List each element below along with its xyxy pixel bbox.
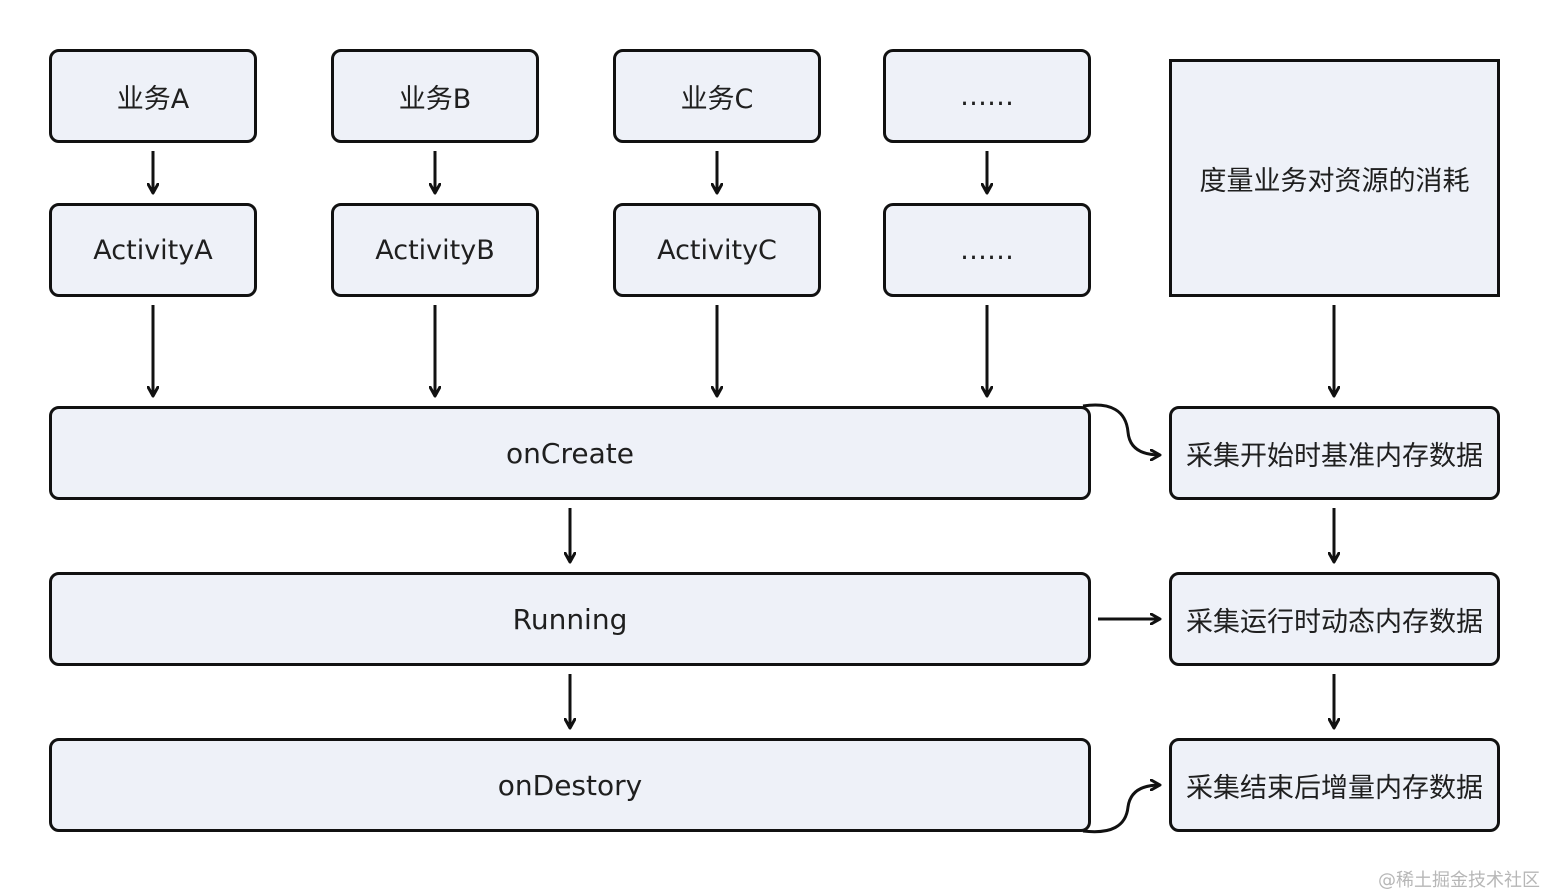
measure-goal-node: 度量业务对资源的消耗 (1169, 59, 1500, 297)
baseline-collect-label: 采集开始时基准内存数据 (1186, 440, 1483, 472)
activity-b-node: ActivityB (331, 203, 539, 297)
activity-c-label: ActivityC (657, 234, 777, 266)
activity-a-label: ActivityA (93, 234, 213, 266)
activity-b-label: ActivityB (375, 234, 495, 266)
business-b-label: 业务B (398, 83, 472, 115)
ondestory-label: onDestory (497, 768, 643, 802)
baseline-collect-node: 采集开始时基准内存数据 (1169, 406, 1500, 500)
business-c-label: 业务C (680, 83, 754, 115)
watermark: @稀土掘金技术社区 (1378, 870, 1540, 891)
business-c-node: 业务C (613, 49, 821, 143)
ondestory-node: onDestory (49, 738, 1091, 832)
increment-collect-node: 采集结束后增量内存数据 (1169, 738, 1500, 832)
arrow-create-baseline (1082, 403, 1160, 455)
running-label: Running (512, 602, 628, 636)
arrow-destroy-increment (1082, 785, 1160, 834)
activity-a-node: ActivityA (49, 203, 257, 297)
runtime-collect-label: 采集运行时动态内存数据 (1186, 606, 1483, 638)
business-a-node: 业务A (49, 49, 257, 143)
activity-more-label: …… (960, 234, 1014, 266)
oncreate-label: onCreate (506, 436, 634, 470)
oncreate-node: onCreate (49, 406, 1091, 500)
business-b-node: 业务B (331, 49, 539, 143)
activity-c-node: ActivityC (613, 203, 821, 297)
running-node: Running (49, 572, 1091, 666)
business-more-label: …… (960, 80, 1014, 112)
activity-more-node: …… (883, 203, 1091, 297)
increment-collect-label: 采集结束后增量内存数据 (1186, 772, 1483, 804)
runtime-collect-node: 采集运行时动态内存数据 (1169, 572, 1500, 666)
measure-goal-label: 度量业务对资源的消耗 (1199, 165, 1470, 197)
business-a-label: 业务A (116, 83, 190, 115)
business-more-node: …… (883, 49, 1091, 143)
